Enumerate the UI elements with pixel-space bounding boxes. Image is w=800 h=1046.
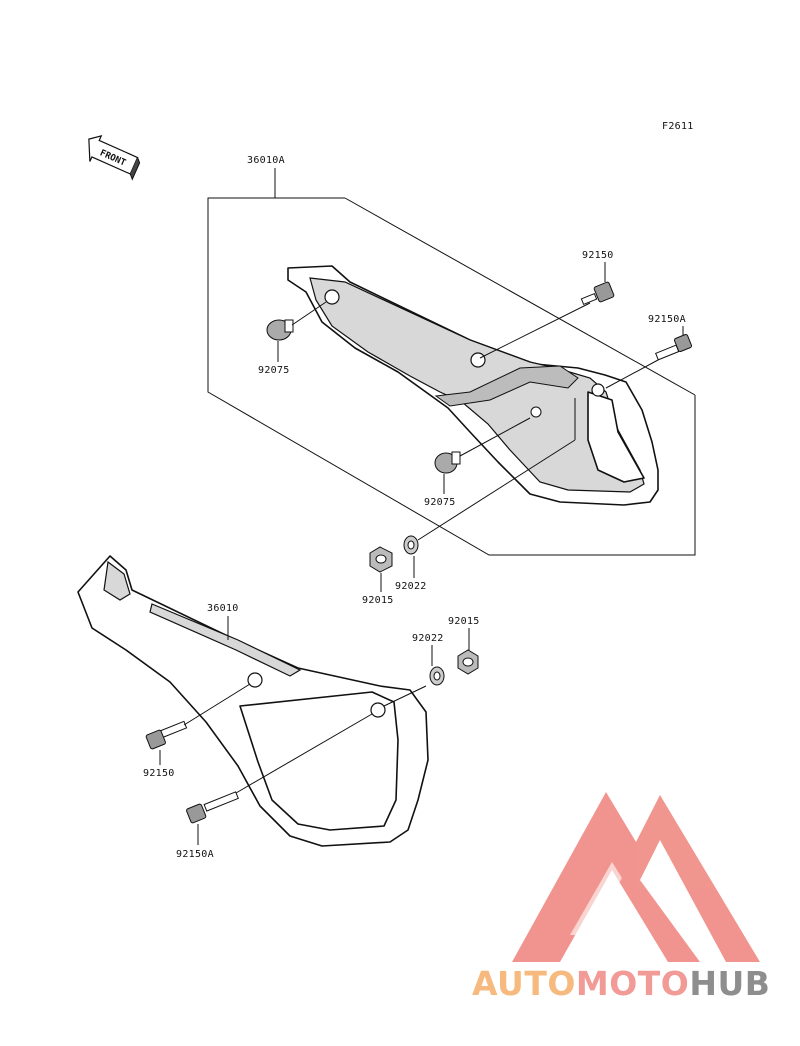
part-label-92015-upper: 92015	[362, 595, 394, 606]
grommet-2-icon	[434, 451, 461, 474]
part-label-36010: 36010	[207, 603, 239, 614]
nut-lower-icon	[457, 649, 479, 675]
grommet-1-icon	[266, 319, 294, 341]
watermark-part-hub: HUB	[689, 964, 770, 1003]
side-cover-lower	[77, 555, 429, 847]
nut-upper-icon	[369, 546, 393, 573]
watermark-part-auto: AUTO	[472, 964, 576, 1003]
figure-code: F2611	[662, 121, 694, 132]
part-label-92022-lower: 92022	[412, 633, 444, 644]
part-label-92022-upper: 92022	[395, 581, 427, 592]
part-label-92150-upper: 92150	[582, 250, 614, 261]
washer-lower-icon	[429, 666, 445, 686]
part-label-92015-lower: 92015	[448, 616, 480, 627]
part-label-92075-2: 92075	[424, 497, 456, 508]
front-arrow-icon: FRONT	[88, 134, 141, 181]
bolt-lower-b-icon	[186, 791, 239, 824]
part-label-36010A: 36010A	[247, 155, 285, 166]
part-label-92150A-lower: 92150A	[176, 849, 214, 860]
part-label-92150A-upper: 92150A	[648, 314, 686, 325]
washer-upper-icon	[403, 535, 419, 555]
side-cover-upper	[287, 265, 659, 506]
watermark-logo-icon	[512, 792, 760, 962]
bolt-lower-a-icon	[145, 720, 188, 750]
assembly-box	[207, 197, 696, 556]
watermark-text: AUTOMOTOHUB	[472, 964, 770, 1003]
watermark-part-moto: MOTO	[576, 964, 689, 1003]
part-label-92075-1: 92075	[258, 365, 290, 376]
bolt-upper-a-icon	[580, 281, 615, 306]
part-label-92150-lower: 92150	[143, 768, 175, 779]
bolt-upper-b-icon	[655, 333, 693, 361]
